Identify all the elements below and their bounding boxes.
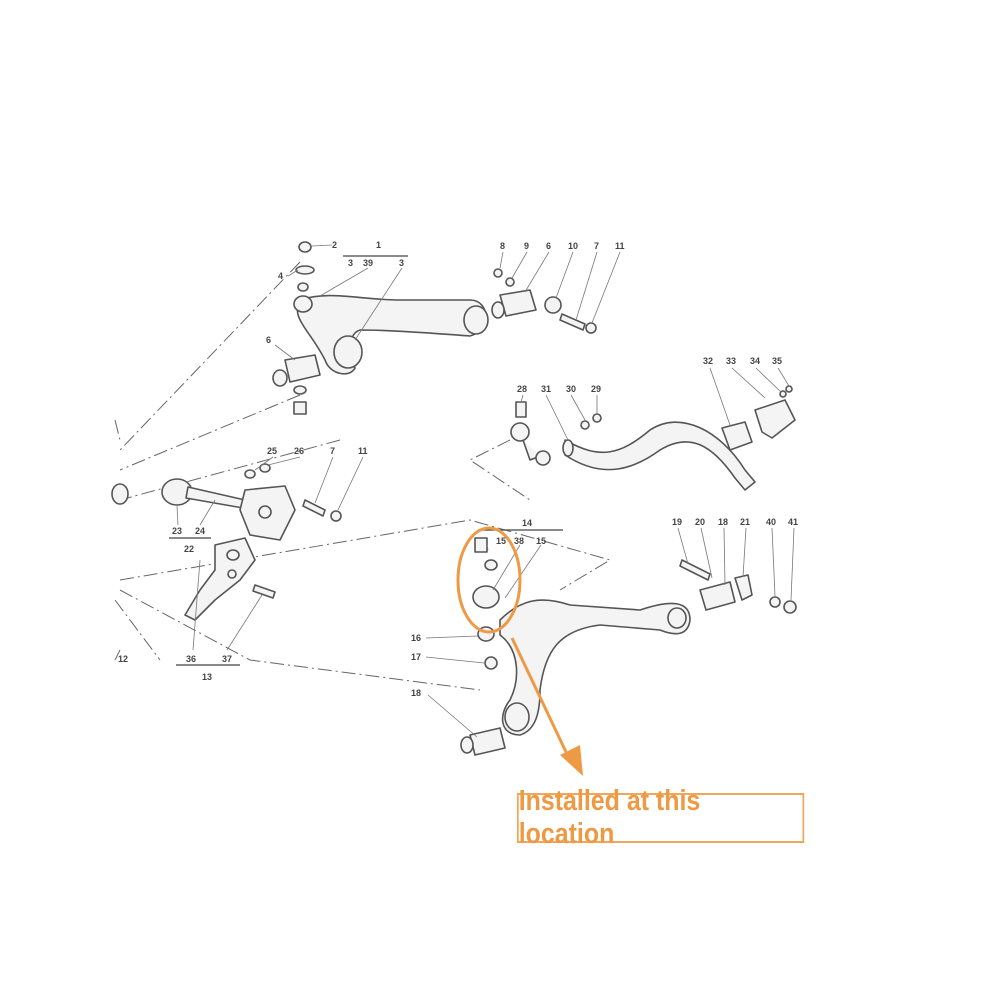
- label: 16: [411, 633, 421, 643]
- label: 1: [376, 240, 381, 250]
- highlight-circle: [456, 526, 522, 634]
- label: 18: [411, 688, 421, 698]
- label: 11: [615, 241, 625, 251]
- label: 41: [788, 517, 798, 527]
- label: 25: [267, 446, 277, 456]
- label: 33: [726, 356, 736, 366]
- label: 22: [184, 544, 194, 554]
- label: 31: [541, 384, 551, 394]
- upper-control-arm: [293, 294, 489, 375]
- label: 40: [766, 517, 776, 527]
- label: 26: [294, 446, 304, 456]
- label: 3: [348, 258, 353, 268]
- highlight-annotation: [456, 526, 583, 776]
- label: 37: [222, 654, 232, 664]
- label: 11: [358, 446, 368, 456]
- label: 2: [332, 240, 337, 250]
- reference-lines: [114, 261, 612, 691]
- label: 8: [500, 241, 505, 251]
- label: 28: [517, 384, 527, 394]
- label: 21: [740, 517, 750, 527]
- lower-control-arm: [460, 537, 797, 756]
- label: 35: [772, 356, 782, 366]
- steering-linkage: [111, 463, 342, 541]
- steering-arm: [184, 537, 276, 621]
- label: 14: [522, 518, 532, 528]
- label: 15: [536, 536, 546, 546]
- label: 7: [330, 446, 335, 456]
- group-brackets: [169, 255, 563, 666]
- arrow-shaft: [510, 637, 568, 753]
- label: 23: [172, 526, 182, 536]
- label: 6: [266, 335, 271, 345]
- label: 7: [594, 241, 599, 251]
- arrow-head: [560, 745, 583, 776]
- label: 15: [496, 536, 506, 546]
- label: 10: [568, 241, 578, 251]
- label: 39: [363, 258, 373, 268]
- label: 32: [703, 356, 713, 366]
- label: 36: [186, 654, 196, 664]
- label: 19: [672, 517, 682, 527]
- label: 34: [750, 356, 760, 366]
- label: 24: [195, 526, 205, 536]
- label: 30: [566, 384, 576, 394]
- label: 20: [695, 517, 705, 527]
- stabilizer-bar: [510, 385, 796, 491]
- label: 29: [591, 384, 601, 394]
- callout-box: Installed at this location: [517, 785, 805, 850]
- label: 3: [399, 258, 404, 268]
- part-labels: 1 2 3 39 3 4 6 8 9 6 10 7 11 32 33 34 35…: [118, 240, 798, 698]
- label: 4: [278, 271, 283, 281]
- label: 6: [546, 241, 551, 251]
- label: 18: [718, 517, 728, 527]
- label: 9: [524, 241, 529, 251]
- upper-hardware: [272, 241, 597, 415]
- label: 13: [202, 672, 212, 682]
- callout-text: Installed at this location: [518, 785, 701, 850]
- label: 17: [411, 652, 421, 662]
- label: 12: [118, 654, 128, 664]
- label: 38: [514, 536, 524, 546]
